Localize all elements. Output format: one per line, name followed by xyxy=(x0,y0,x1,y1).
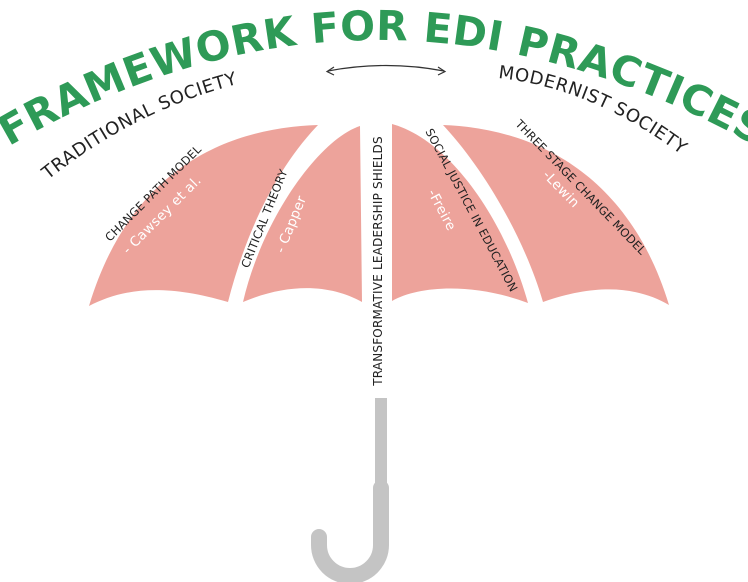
umbrella-handle xyxy=(311,398,389,582)
umbrella-hook xyxy=(311,480,389,582)
shaft-label: TRANSFORMATIVE LEADERSHIP SHIELDS xyxy=(371,136,385,387)
canopy-panel-change-path xyxy=(89,125,318,306)
canopy-panel-social-justice xyxy=(392,124,528,303)
spectrum-arrow xyxy=(325,64,447,76)
canopy-panel-three-stage xyxy=(443,125,669,305)
umbrella-canopy xyxy=(89,124,669,306)
umbrella-shaft xyxy=(375,398,387,490)
canopy-panel-critical-theory xyxy=(243,126,362,302)
